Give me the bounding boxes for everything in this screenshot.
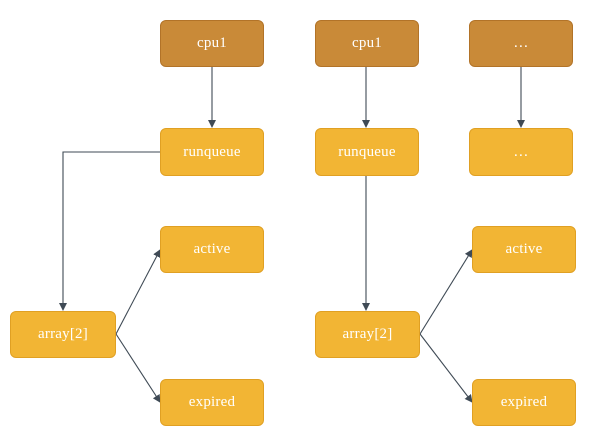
runqueue-mid-node: runqueue — [315, 128, 419, 176]
active-left-node: active — [160, 226, 264, 273]
edge-array-left-to-active-left — [115, 249, 161, 335]
cpu-left-node: cpu1 — [160, 20, 264, 67]
expired-left-node: expired — [160, 379, 264, 426]
runqueue-left-node: runqueue — [160, 128, 264, 176]
array-left-node: array[2] — [10, 311, 116, 358]
runqueue-more-node: … — [469, 128, 573, 176]
active-right-node: active — [472, 226, 576, 273]
edge-array-mid-to-expired-right — [419, 333, 473, 403]
edge-array-mid-to-active-right — [419, 249, 473, 335]
edge-array-left-to-expired-left — [115, 333, 161, 403]
edge-runqueue-left-to-array-left — [59, 151, 160, 311]
expired-right-node: expired — [472, 379, 576, 426]
array-mid-node: array[2] — [315, 311, 420, 358]
cpu-more-node: … — [469, 20, 573, 67]
cpu-mid-node: cpu1 — [315, 20, 419, 67]
